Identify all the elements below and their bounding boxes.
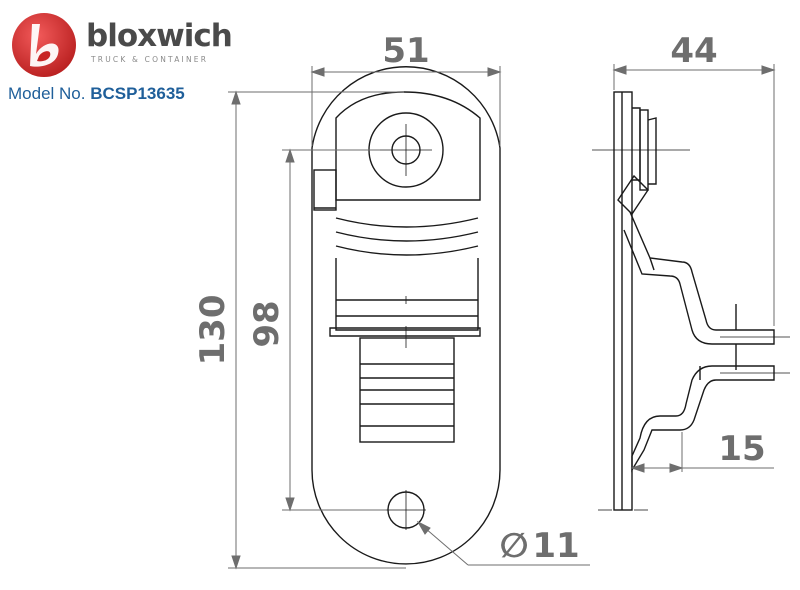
brand-name: bloxwich xyxy=(86,18,233,54)
hinge-body xyxy=(335,91,481,201)
left-rail xyxy=(313,169,337,211)
dim-diameter-symbol: ∅ xyxy=(499,526,528,566)
model-label: Model No. xyxy=(8,84,86,103)
model-number: BCSP13635 xyxy=(90,84,185,103)
brand-tagline: TRUCK & CONTAINER xyxy=(91,55,209,64)
lower-arm xyxy=(631,365,775,473)
front-centerlines xyxy=(380,124,432,530)
front-dimensions xyxy=(228,66,590,570)
dim-hole-spacing: 98 xyxy=(247,300,287,347)
model-number-line: Model No. BCSP13635 xyxy=(8,84,185,104)
side-dimensions xyxy=(612,64,776,473)
dim-hole-diameter: 11 xyxy=(532,526,579,566)
base-plate-outline xyxy=(311,66,501,565)
upper-arm xyxy=(623,211,775,345)
dim-flange-depth: 15 xyxy=(718,429,765,469)
front-view xyxy=(311,66,501,565)
dim-side-width: 44 xyxy=(670,31,717,71)
dim-front-width: 51 xyxy=(382,31,429,71)
dim-overall-height: 130 xyxy=(193,295,233,366)
bloxwich-logo-icon xyxy=(12,13,76,77)
brand-block: bloxwich TRUCK & CONTAINER xyxy=(10,10,250,80)
side-back-plate xyxy=(613,91,633,511)
side-view xyxy=(613,91,775,511)
side-centerlines xyxy=(592,149,790,511)
